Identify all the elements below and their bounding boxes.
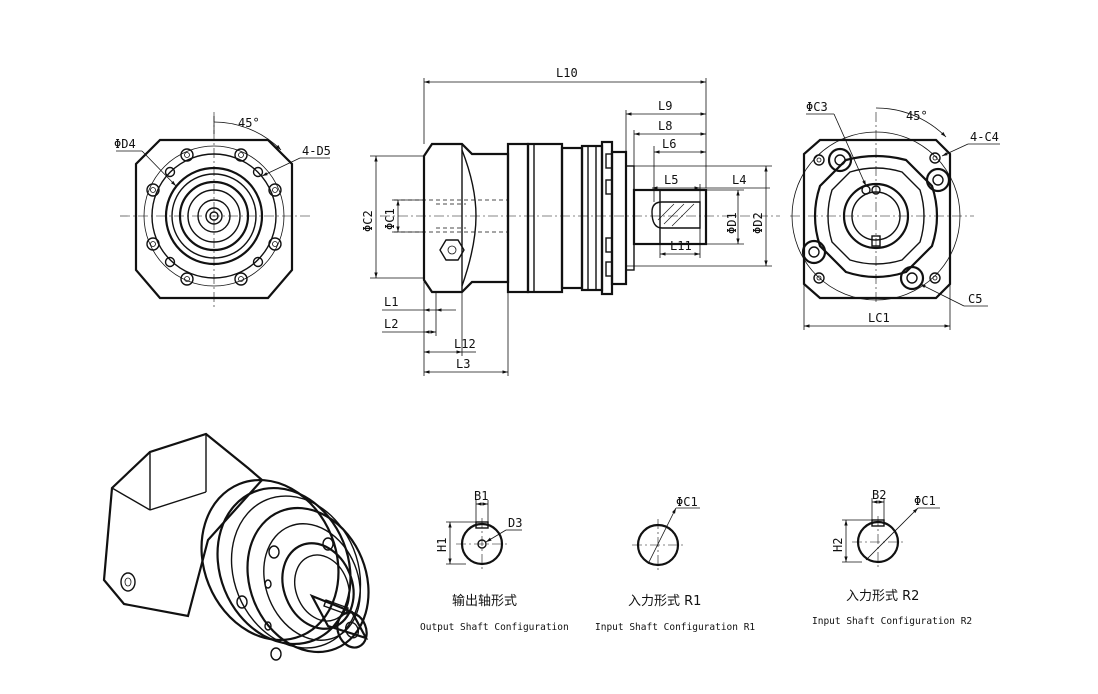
dim-lc1: LC1: [868, 311, 890, 325]
side-view: L10 L9 L8 L6 L5 L4 L11 ΦD1 ΦD2: [361, 66, 780, 376]
dim-l6: L6: [662, 137, 676, 151]
isometric-view: [102, 432, 370, 661]
caption-output-en: Output Shaft Configuration: [420, 622, 569, 633]
front-view-input: 45° ΦC3 4-C4 C5 LC1: [790, 100, 1000, 330]
dim-phi-d2: ΦD2: [751, 212, 765, 234]
dim-phi-c1-r2: ΦC1: [914, 494, 936, 508]
input-config-r1: ΦC1 入力形式 R1 Input Shaft Configuration R1: [595, 495, 755, 633]
caption-r2-en: Input Shaft Configuration R2: [812, 616, 972, 627]
dim-h2: H2: [831, 538, 845, 552]
dim-l11: L11: [670, 239, 692, 253]
dim-l4: L4: [732, 173, 746, 187]
dim-l8: L8: [658, 119, 672, 133]
dim-d3: D3: [508, 516, 522, 530]
caption-r2-cn: 入力形式 R2: [846, 589, 919, 604]
caption-r1-cn: 入力形式 R1: [628, 594, 701, 609]
dim-h1: H1: [435, 538, 449, 552]
dim-l10: L10: [556, 66, 578, 80]
dim-l1: L1: [384, 295, 398, 309]
dim-phi-c1: ΦC1: [383, 208, 397, 230]
bolt-hole: [146, 148, 282, 286]
dim-b2: B2: [872, 488, 886, 502]
dim-phi-c1-r1: ΦC1: [676, 495, 698, 509]
dim-phi-c3: ΦC3: [806, 100, 828, 114]
dim-d5: 4-D5: [302, 144, 331, 158]
dim-l9: L9: [658, 99, 672, 113]
dim-l3: L3: [456, 357, 470, 371]
caption-output-cn: 输出轴形式: [452, 593, 517, 609]
output-shaft-config: B1 D3 H1 输出轴形式 Output Shaft Configuratio…: [420, 489, 569, 633]
caption-r1-en: Input Shaft Configuration R1: [595, 622, 755, 633]
dim-l5: L5: [664, 173, 678, 187]
dim-phi-d1: ΦD1: [725, 212, 739, 234]
dim-l12: L12: [454, 337, 476, 351]
angle-label-right: 45°: [906, 109, 928, 123]
dim-l2: L2: [384, 317, 398, 331]
front-view-output: 45° ΦD4 4-D5: [114, 112, 331, 308]
dim-c5: C5: [968, 292, 982, 306]
dim-c4: 4-C4: [970, 130, 999, 144]
angle-label: 45°: [238, 116, 260, 130]
input-config-r2: B2 ΦC1 H2 入力形式 R2 Input Shaft Configurat…: [812, 488, 972, 627]
dim-phi-d4: ΦD4: [114, 137, 136, 151]
dim-b1: B1: [474, 489, 488, 503]
dim-phi-c2: ΦC2: [361, 210, 375, 232]
